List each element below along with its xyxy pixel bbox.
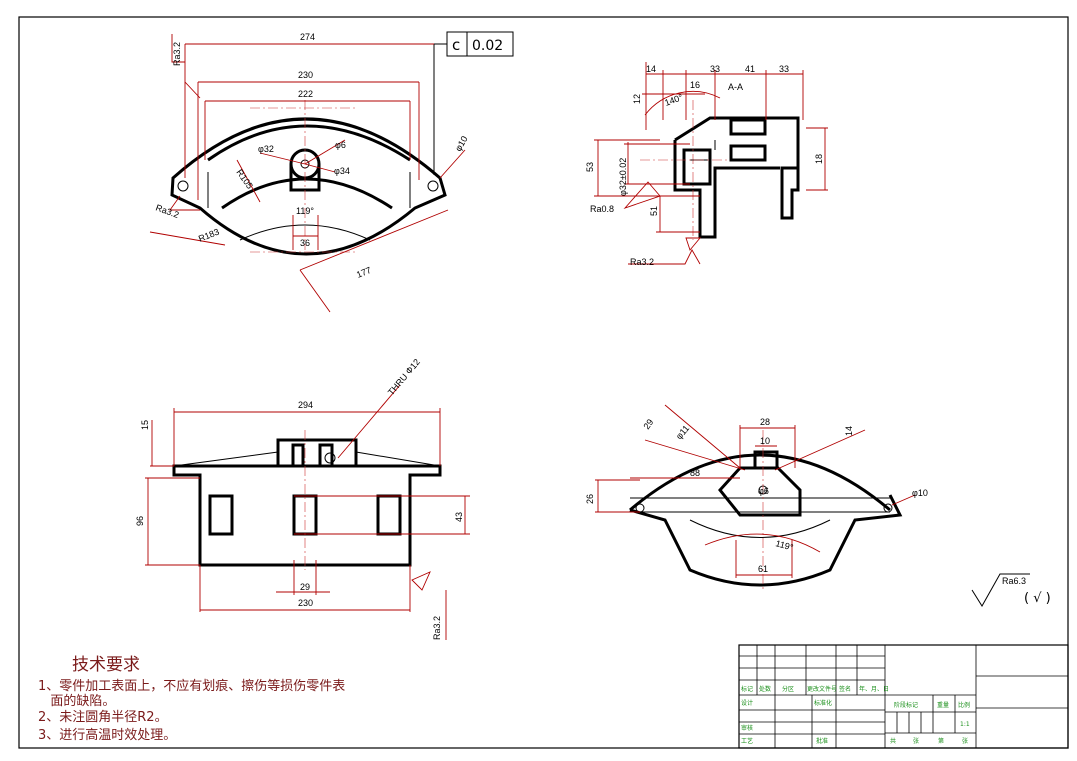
iso-view: 28 10 29 φ11 14 88 26 φ6 φ10 119° 61 xyxy=(585,404,928,590)
dim-15: 15 xyxy=(140,420,150,430)
dim-phi6: φ6 xyxy=(335,140,346,150)
tech-requirements: 技术要求 1、零件加工表面上，不应有划痕、擦伤等损伤零件表 面的缺陷。 2、未注… xyxy=(38,655,345,743)
tb-zone: 分区 xyxy=(782,685,794,693)
dim-96: 96 xyxy=(135,516,145,526)
dim-230-front: 230 xyxy=(298,598,313,608)
dim-16: 16 xyxy=(690,80,700,90)
tb-design: 设计 xyxy=(741,699,753,707)
tech-requirement-item: 面的缺陷。 xyxy=(38,693,115,709)
dim-28: 28 xyxy=(760,417,770,427)
tb-mark: 标记 xyxy=(741,685,753,693)
dim-88: 88 xyxy=(690,468,700,478)
roughness-ra32-front: Ra3.2 xyxy=(432,616,442,640)
top-view: 274 230 222 119° 36 R105 R183 177 φ32 φ6… xyxy=(149,32,470,313)
title-block xyxy=(738,644,1069,749)
tb-approve: 批准 xyxy=(816,737,828,745)
dim-36: 36 xyxy=(300,238,310,248)
dim-33a: 33 xyxy=(710,64,720,74)
dim-14: 14 xyxy=(646,64,656,74)
roughness-ra32-a: Ra3.2 xyxy=(172,42,182,66)
general-roughness: Ra6.3 ( √ ) xyxy=(971,573,1051,607)
dim-274: 274 xyxy=(300,32,315,42)
dim-119deg-iso: 119° xyxy=(774,538,794,552)
dim-10: 10 xyxy=(760,436,770,446)
tb-sheet-no: 第 xyxy=(938,737,944,745)
general-roughness-value: Ra6.3 xyxy=(1002,576,1026,586)
tolerance-value: 0.02 xyxy=(472,38,503,54)
dim-phi32: φ32 xyxy=(258,144,274,154)
tb-scale-value: 1:1 xyxy=(960,721,970,728)
section-view: 14 16 33 41 33 A-A 12 140° 53 φ32±0.02 5… xyxy=(585,62,828,267)
dim-222: 222 xyxy=(298,89,313,99)
dim-119deg: 119° xyxy=(296,206,314,216)
tech-requirements-title: 技术要求 xyxy=(72,655,140,675)
tb-scale: 比例 xyxy=(958,701,970,709)
tech-requirement-item: 2、未注圆角半径R2。 xyxy=(38,710,168,725)
tb-stage-mark: 阶段标记 xyxy=(894,701,918,709)
tb-review: 审核 xyxy=(741,724,753,732)
tb-date: 年、月、日 xyxy=(859,685,889,693)
dim-phi10-iso: φ10 xyxy=(912,488,928,498)
tb-change-file: 更改文件号 xyxy=(807,685,837,693)
tech-requirement-item: 3、进行高温时效处理。 xyxy=(38,727,176,743)
dim-230: 230 xyxy=(298,70,313,80)
tb-standardize: 标准化 xyxy=(814,699,832,707)
tb-weight: 重量 xyxy=(937,701,949,709)
dim-29: 29 xyxy=(300,582,310,592)
section-label: A-A xyxy=(728,82,743,92)
dim-43: 43 xyxy=(454,512,464,522)
dim-29-iso: 29 xyxy=(641,417,655,431)
tb-process: 工艺 xyxy=(741,737,753,745)
geometric-tolerance-frame: c 0.02 xyxy=(433,31,514,175)
sheet-border xyxy=(18,16,1069,749)
dim-33b: 33 xyxy=(779,64,789,74)
roughness-ra08: Ra0.8 xyxy=(590,204,614,214)
dim-phi32-tol: φ32±0.02 xyxy=(618,158,628,196)
dim-41: 41 xyxy=(745,64,755,74)
dim-phi6-iso: φ6 xyxy=(758,486,769,496)
dim-53: 53 xyxy=(585,162,595,172)
dim-18: 18 xyxy=(814,154,824,164)
dim-phi34: φ34 xyxy=(334,166,350,176)
dim-294: 294 xyxy=(298,400,313,410)
dim-12: 12 xyxy=(632,94,642,104)
dim-26: 26 xyxy=(585,494,595,504)
tolerance-symbol: c xyxy=(452,36,460,54)
tb-sheets-total: 共 xyxy=(890,737,896,745)
tb-count: 处数 xyxy=(759,685,771,693)
tb-signature: 签名 xyxy=(839,685,851,693)
tech-requirement-item: 1、零件加工表面上，不应有划痕、擦伤等损伤零件表 xyxy=(38,678,345,694)
title-block-labels: 标记 处数 分区 更改文件号 签名 年、月、日 设计 标准化 阶段标记 重量 比… xyxy=(741,685,970,745)
roughness-ra32-section: Ra3.2 xyxy=(630,257,654,267)
dim-51: 51 xyxy=(649,206,659,216)
dim-14-iso: 14 xyxy=(844,426,854,436)
tb-sheets-unit-b: 张 xyxy=(962,737,968,745)
dim-61: 61 xyxy=(758,564,768,574)
general-roughness-note: ( √ ) xyxy=(1024,591,1051,606)
tb-sheets-unit-a: 张 xyxy=(913,737,919,745)
